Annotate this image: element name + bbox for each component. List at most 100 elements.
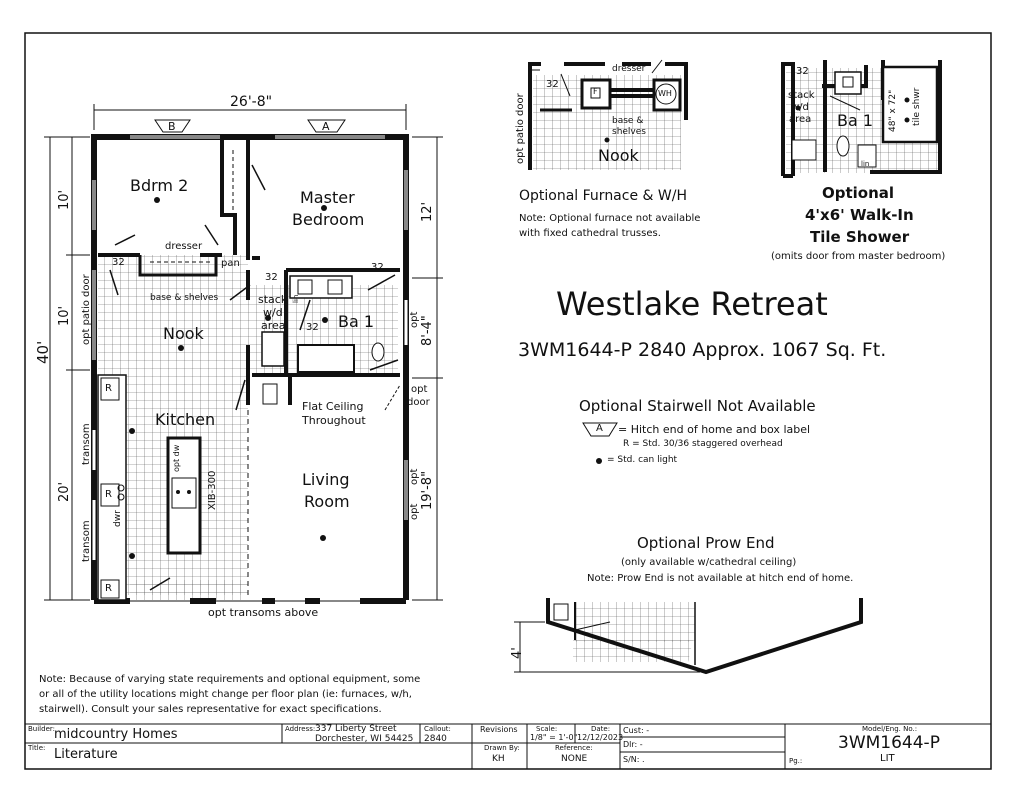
tb-title: Literature <box>54 747 118 762</box>
label-xib: XIB-300 <box>207 470 218 510</box>
room-nook: Nook <box>163 324 204 343</box>
footnote-line-1: Note: Because of varying state requireme… <box>39 674 421 685</box>
tb-address-label: Address: <box>285 725 316 733</box>
tb-scale-label: Scale: <box>536 725 558 733</box>
label-wd: w/d <box>263 306 283 319</box>
inset-shower-title-3: Tile Shower <box>810 228 910 246</box>
prow-depth-dim: 4' <box>510 647 525 659</box>
legend-can-light: = Std. can light <box>607 455 678 465</box>
label-transom-2: transom <box>81 520 92 562</box>
dim-left-10b: 10' <box>57 305 72 326</box>
label-r-1: R <box>105 383 112 394</box>
prow-note: Note: Prow End is not available at hitch… <box>587 573 854 584</box>
legend-hitch: = Hitch end of home and box label <box>618 423 811 436</box>
inset-furnace-f: F <box>593 87 598 96</box>
tb-drawn: KH <box>492 754 505 764</box>
inset-furnace-title: Optional Furnace & W/H <box>519 188 687 204</box>
label-opt-dw: opt dw <box>172 444 181 472</box>
tb-builder: midcountry Homes <box>54 727 178 742</box>
room-living-line2: Room <box>304 492 350 511</box>
label-base-shelves: base & shelves <box>150 293 219 303</box>
label-dwr: dwr <box>113 510 123 527</box>
inset-furnace-dresser: dresser <box>612 64 646 74</box>
footnote-line-2: or all of the utility locations might ch… <box>39 689 412 700</box>
tb-cust: Cust: - <box>623 726 650 735</box>
overall-width-dim: 26'-8" <box>230 94 273 110</box>
door-32-a: 32 <box>112 257 125 268</box>
label-transom-1: transom <box>81 423 92 465</box>
prow-title: Optional Prow End <box>637 534 775 552</box>
title-block-grid <box>25 723 991 769</box>
dim-right-8-4: 8'-4" <box>420 315 435 346</box>
room-bdrm2: Bdrm 2 <box>130 176 189 195</box>
tb-date: 12/12/2023 <box>577 733 624 742</box>
tb-reference-label: Reference: <box>555 744 593 752</box>
inset-shower-ba1: Ba 1 <box>837 111 874 130</box>
tb-callout-label: Callout: <box>424 725 451 733</box>
label-r-2: R <box>105 489 112 500</box>
dim-left-20: 20' <box>57 481 72 502</box>
exterior-wall <box>91 134 409 600</box>
legend-r: R = Std. 30/36 staggered overhead <box>623 439 783 449</box>
dim-right-12: 12' <box>420 201 435 222</box>
label-opt-patio-door: opt patio door <box>81 274 92 345</box>
flat-ceiling-line1: Flat Ceiling <box>302 400 364 413</box>
model-name: Westlake Retreat <box>556 285 828 323</box>
inset-furnace-wh: WH <box>658 89 672 98</box>
flat-ceiling-line2: Throughout <box>302 414 366 427</box>
tb-date-label: Date: <box>591 725 611 733</box>
inset-shower-plan <box>781 60 942 178</box>
tb-address-2: Dorchester, WI 54425 <box>315 734 414 744</box>
tb-reference: NONE <box>561 754 588 764</box>
label-opt-door-1: opt <box>411 384 428 395</box>
door-32-d: 32 <box>306 322 319 333</box>
inset-furnace-door: 32 <box>546 79 559 90</box>
inset-furnace-base: base & <box>612 116 644 126</box>
label-opt-right-living1: opt <box>409 468 420 485</box>
inset-shower-note: (omits door from master bedroom) <box>771 251 946 262</box>
dim-right-19-8: 19'-8" <box>420 470 435 510</box>
tb-model-label: Model/Eng. No.: <box>862 725 918 733</box>
tb-revisions-label: Revisions <box>480 725 518 734</box>
room-ba1: Ba 1 <box>338 312 375 331</box>
door-32-c: 32 <box>371 262 384 273</box>
can-light-symbol <box>596 458 602 464</box>
room-master-line2: Bedroom <box>292 210 365 229</box>
model-subtitle: 3WM1644-P 2840 Approx. 1067 Sq. Ft. <box>518 339 887 361</box>
label-pan: pan <box>221 258 240 269</box>
inset-shower-size: 48" x 72" <box>888 89 898 132</box>
box-label-b: B <box>168 120 176 133</box>
room-kitchen: Kitchen <box>155 410 216 429</box>
label-opt-transoms-above: opt transoms above <box>208 606 319 619</box>
inset-shower-door: 32 <box>796 66 809 77</box>
tb-lit: LIT <box>880 753 895 764</box>
dim-left-10a: 10' <box>57 189 72 210</box>
inset-furnace-plan <box>528 59 688 170</box>
inset-furnace-note-2: with fixed cathedral trusses. <box>519 228 661 239</box>
room-master-line1: Master <box>300 188 355 207</box>
footnote-line-3: stairwell). Consult your sales represent… <box>39 704 382 715</box>
bathtub <box>297 344 355 373</box>
prow-end-plan <box>514 598 863 675</box>
inset-shower-wd: w/d <box>791 102 809 113</box>
prow-subtitle: (only available w/cathedral ceiling) <box>621 557 797 568</box>
label-lin: lin <box>292 294 300 303</box>
tb-drawn-label: Drawn By: <box>484 744 520 752</box>
tb-dlr: Dlr: - <box>623 740 643 749</box>
inset-shower-title-2: 4'x6' Walk-In <box>805 206 914 224</box>
inset-furnace-patio: opt patio door <box>515 93 526 164</box>
tb-title-label: Title: <box>28 744 46 752</box>
overall-length-dim: 40' <box>34 340 52 364</box>
label-area: area <box>261 319 286 332</box>
tb-builder-label: Builder: <box>28 725 55 733</box>
legend-heading: Optional Stairwell Not Available <box>579 397 816 415</box>
inset-shower-lin: lin <box>861 160 870 168</box>
inset-shower-area: area <box>789 114 812 125</box>
inset-shower-tile: tile shwr <box>912 87 922 126</box>
room-living-line1: Living <box>302 470 350 489</box>
page-border <box>24 32 992 770</box>
label-opt-door-2: door <box>407 397 430 408</box>
tb-pg-label: Pg.: <box>789 757 803 765</box>
tb-sn: S/N: . <box>623 755 645 764</box>
